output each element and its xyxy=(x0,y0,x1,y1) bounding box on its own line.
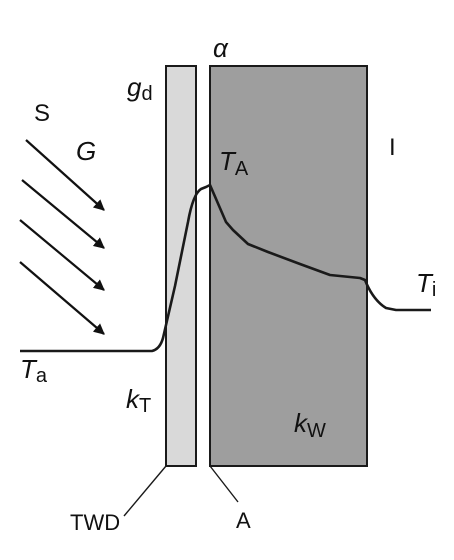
radiation-arrow xyxy=(25,139,105,211)
solar-radiation-arrows xyxy=(19,139,105,335)
absorber-temperature-label: TA xyxy=(219,146,249,180)
absorber-callout-label: A xyxy=(236,508,251,533)
wall-layer xyxy=(209,65,368,467)
k-w-label: kW xyxy=(294,408,326,442)
twd-layer xyxy=(165,65,197,467)
ambient-temperature-label: Ta xyxy=(20,354,48,387)
radiation-arrow xyxy=(19,219,105,291)
temperature-profile xyxy=(20,183,431,353)
radiation-s-label: S xyxy=(34,100,50,127)
alpha-label: α xyxy=(213,33,229,63)
interior-temperature-label: Ti xyxy=(416,268,436,301)
k-t-label: kT xyxy=(126,384,151,417)
absorber-callout-line xyxy=(209,465,239,503)
twd-callout-label: TWD xyxy=(70,510,120,535)
radiation-g-label: G xyxy=(76,136,96,166)
twd-callout-line xyxy=(123,465,167,517)
radiation-arrow xyxy=(21,179,105,249)
g-d-label: gd xyxy=(127,72,153,105)
radiation-arrow xyxy=(19,261,105,335)
interior-marker-label: I xyxy=(389,134,396,161)
